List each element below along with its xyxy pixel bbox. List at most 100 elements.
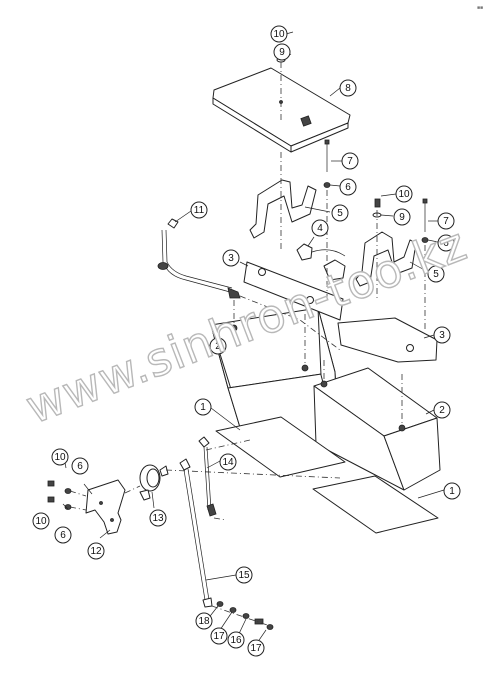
callout-3: 3 (433, 326, 451, 344)
callout-circle (190, 201, 208, 219)
callout-3: 3 (222, 249, 240, 267)
callout-label: 14 (222, 457, 234, 468)
callout-6: 6 (54, 526, 72, 544)
callout-label: 17 (213, 631, 225, 642)
callout-circle (273, 43, 291, 61)
callout-label: 7 (347, 156, 353, 167)
callout-label: 13 (152, 513, 164, 524)
callout-circle (311, 219, 329, 237)
callout-5: 5 (427, 265, 445, 283)
callout-circle (393, 208, 411, 226)
callout-8: 8 (339, 79, 357, 97)
corner-mark: ■■ (477, 5, 483, 11)
callout-circle (339, 79, 357, 97)
callout-2: 2 (209, 337, 227, 355)
callout-7: 7 (437, 212, 455, 230)
callout-leaders (62, 31, 445, 647)
callout-label: 6 (443, 238, 449, 249)
callout-label: 18 (198, 616, 210, 627)
callout-10: 10 (51, 448, 69, 466)
callout-10: 10 (32, 512, 50, 530)
battery-pad-right (312, 475, 439, 534)
callout-6: 6 (71, 457, 89, 475)
hold-down-plate-left (243, 261, 344, 321)
callout-circle (437, 212, 455, 230)
callout-circle (270, 25, 288, 43)
callout-circle (222, 249, 240, 267)
callout-circle (339, 178, 357, 196)
battery-cover (212, 67, 351, 153)
callout-label: 2 (215, 341, 221, 352)
callout-label: 9 (399, 212, 405, 223)
bracket-left (249, 179, 317, 239)
hold-down-plate-right (337, 317, 438, 363)
callout-label: 10 (273, 29, 285, 40)
callout-4: 4 (311, 219, 329, 237)
battery-right (313, 367, 441, 491)
callout-circle (227, 631, 245, 649)
callout-circle (331, 204, 349, 222)
callout-1: 1 (443, 482, 461, 500)
battery-pad-left (215, 416, 346, 478)
callout-circle (149, 509, 167, 527)
callout-circle (32, 512, 50, 530)
callout-12: 12 (87, 542, 105, 560)
callout-label: 11 (194, 205, 205, 216)
callout-circle (427, 265, 445, 283)
callout-6: 6 (339, 178, 357, 196)
callout-circle (433, 401, 451, 419)
callout-5: 5 (331, 204, 349, 222)
callout-circle (87, 542, 105, 560)
callout-9: 9 (393, 208, 411, 226)
callout-circle (194, 398, 212, 416)
callout-label: 1 (200, 402, 206, 413)
callout-label: 16 (230, 635, 242, 646)
callout-label: 2 (439, 405, 445, 416)
callout-label: 3 (228, 253, 234, 264)
callout-label: 7 (443, 216, 449, 227)
callout-circle (341, 152, 359, 170)
callout-9: 9 (273, 43, 291, 61)
callout-label: 6 (77, 461, 83, 472)
callout-10: 10 (270, 25, 288, 43)
callout-label: 1 (449, 486, 455, 497)
switch-bracket (85, 479, 126, 535)
callout-label: 17 (250, 643, 262, 654)
callout-circle (395, 185, 413, 203)
callout-circle (71, 457, 89, 475)
callout-17: 17 (210, 627, 228, 645)
callout-17: 17 (247, 639, 265, 657)
callout-label: 4 (317, 223, 323, 234)
callout-label: 8 (345, 83, 351, 94)
callout-1: 1 (194, 398, 212, 416)
cable-11 (157, 218, 241, 299)
callout-circle (209, 337, 227, 355)
alignment-lines (69, 36, 426, 627)
callout-2: 2 (433, 401, 451, 419)
callout-13: 13 (149, 509, 167, 527)
callout-circle (219, 453, 237, 471)
callout-circle (195, 612, 213, 630)
callout-label: 5 (337, 208, 343, 219)
callout-10: 10 (395, 185, 413, 203)
callout-circle (437, 234, 455, 252)
cable-end-fasteners (216, 601, 274, 630)
callout-label: 9 (279, 47, 285, 58)
callout-6: 6 (437, 234, 455, 252)
bracket-fasteners (47, 480, 72, 510)
callout-circle (433, 326, 451, 344)
callout-label: 6 (60, 530, 66, 541)
callout-circle (51, 448, 69, 466)
callout-label: 10 (398, 189, 410, 200)
callout-16: 16 (227, 631, 245, 649)
callout-label: 15 (238, 570, 250, 581)
callout-label: 12 (90, 546, 102, 557)
callout-circle (247, 639, 265, 657)
callout-label: 6 (345, 182, 351, 193)
callout-circle (235, 566, 253, 584)
callout-11: 11 (190, 201, 208, 219)
callout-label: 10 (54, 452, 66, 463)
